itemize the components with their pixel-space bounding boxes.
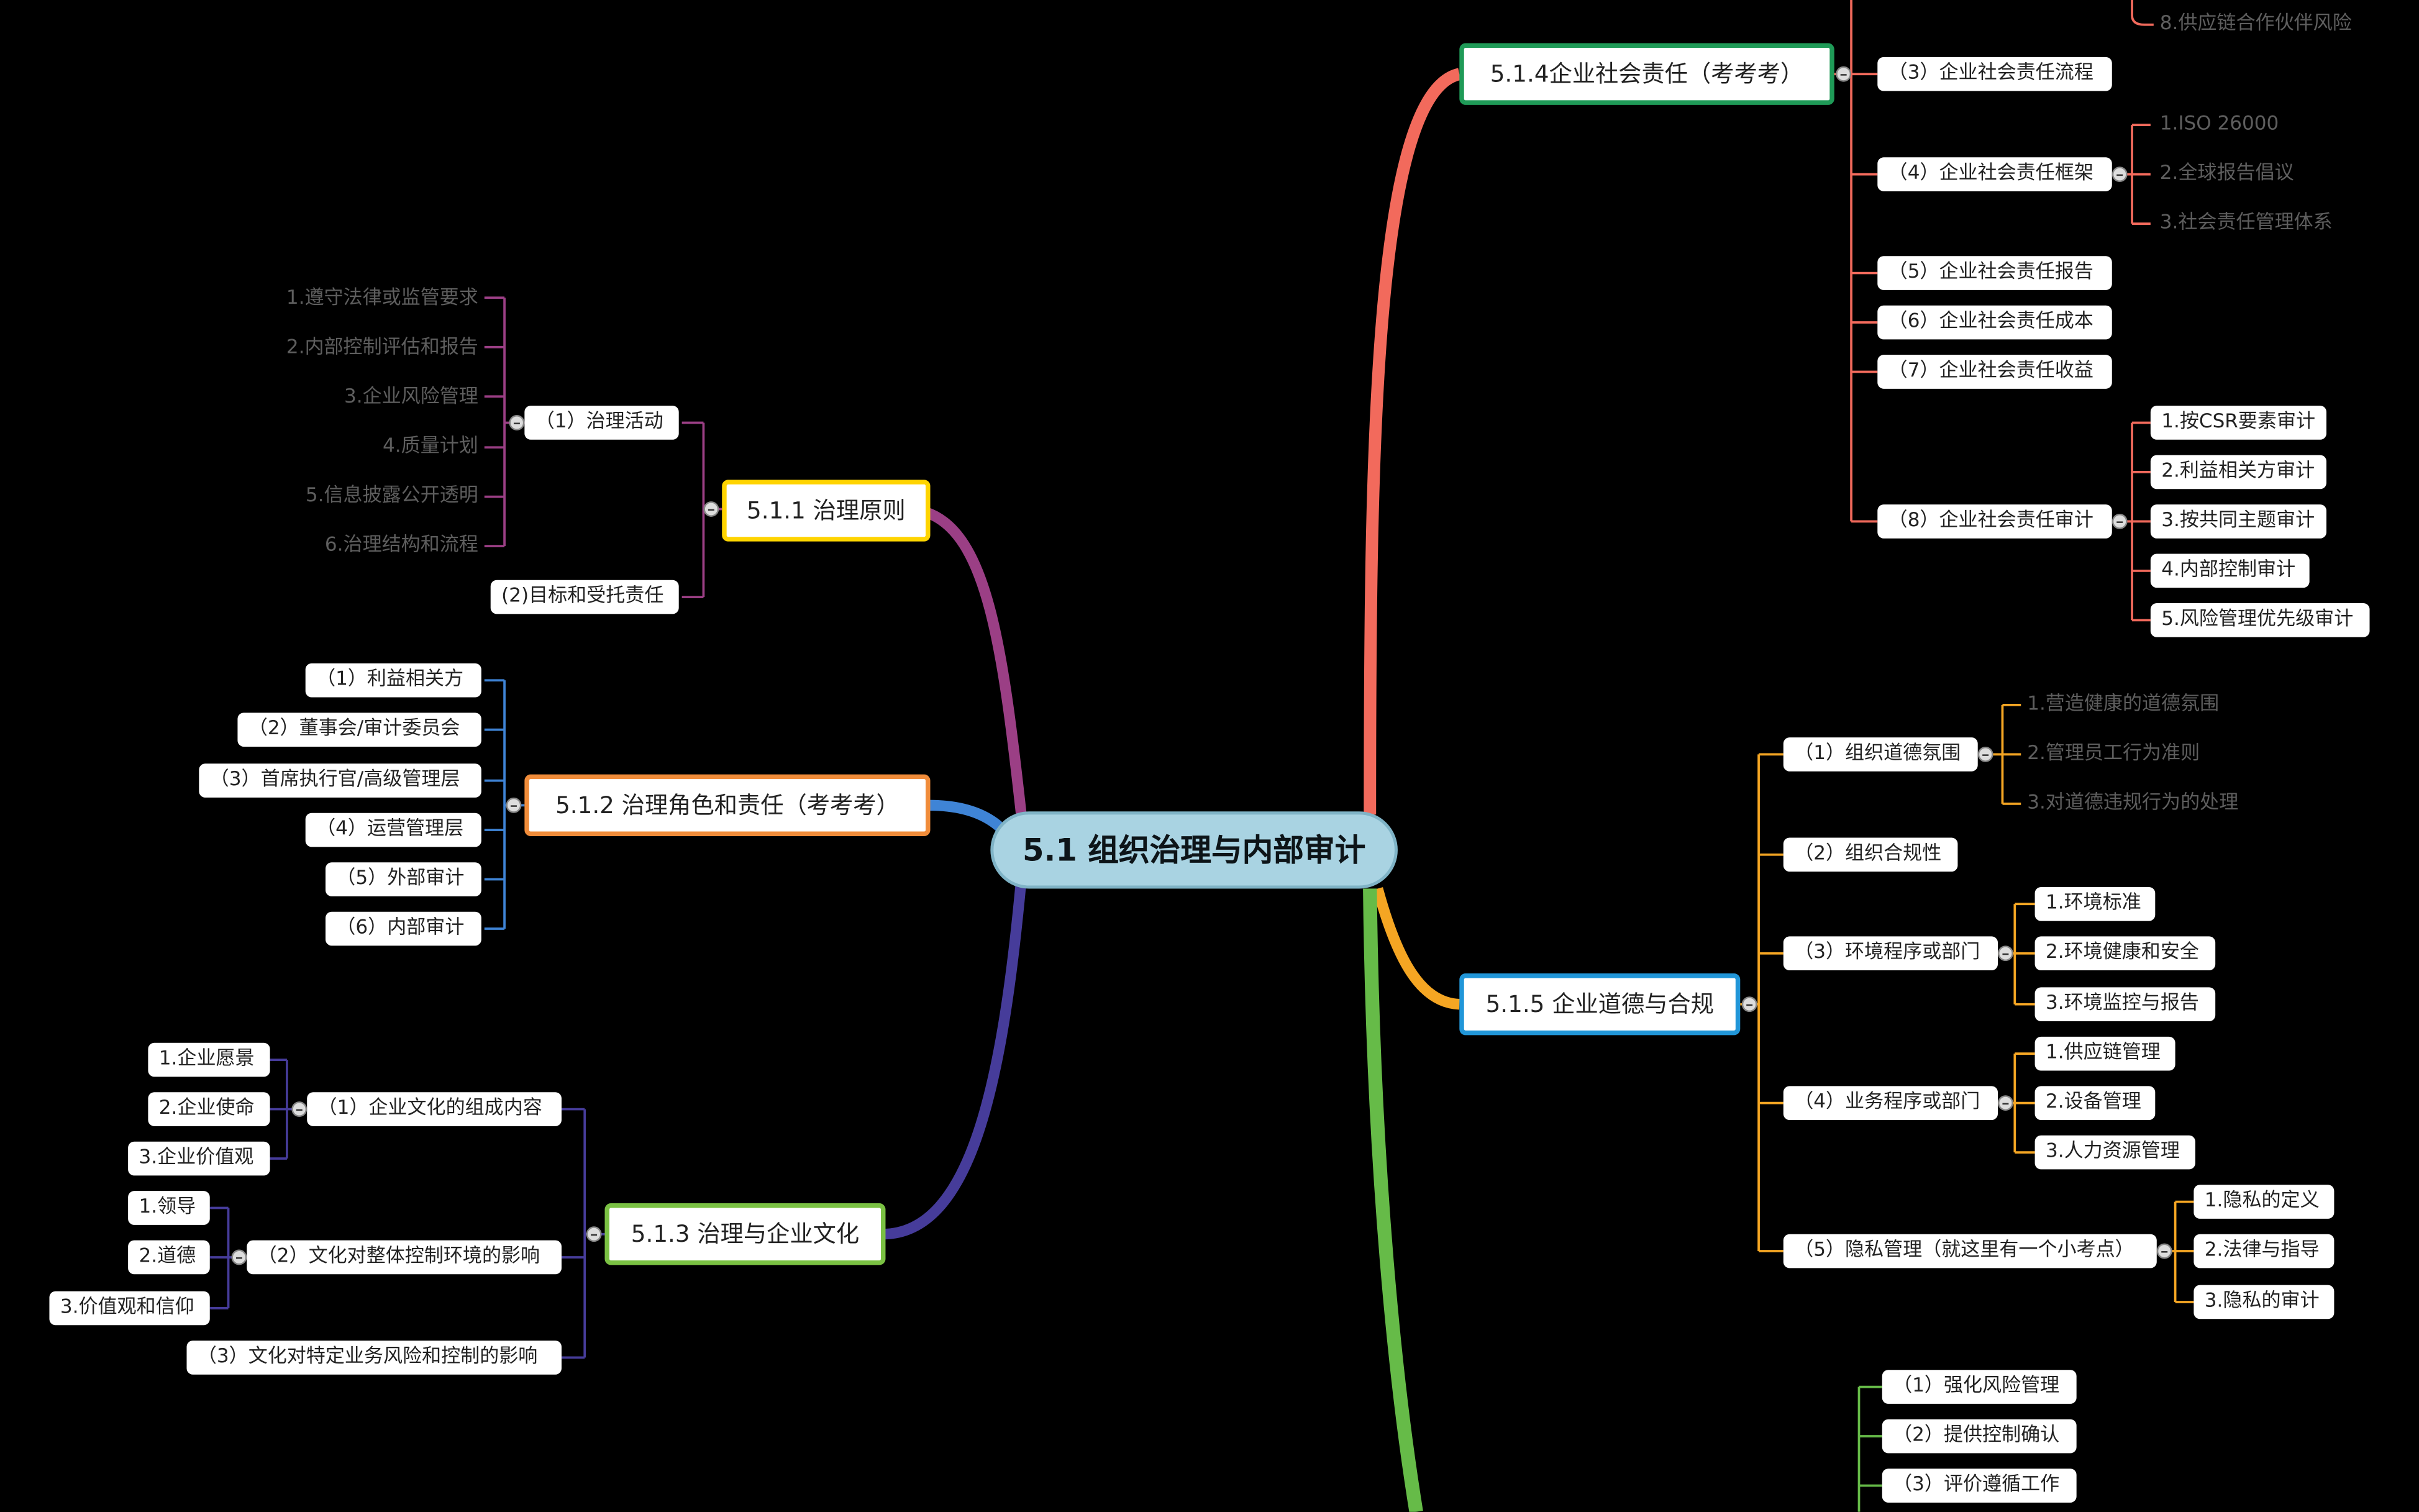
csr-audit-item[interactable]: 2.利益相关方审计 — [2150, 455, 2326, 490]
culture-item[interactable]: 1.领导 — [128, 1191, 210, 1225]
role-item[interactable]: （1）利益相关方 — [305, 663, 481, 698]
collapse-icon[interactable] — [1836, 66, 1852, 82]
collapse-icon[interactable] — [291, 1101, 308, 1117]
env-item[interactable]: 1.环境标准 — [2034, 886, 2156, 921]
leaf-item[interactable]: 1.营造健康的道德氛围 — [2027, 691, 2220, 714]
collapse-icon[interactable] — [1977, 746, 1993, 762]
leaf-item[interactable]: 2.内部控制评估和报告 — [286, 334, 478, 358]
csr-item[interactable]: （4）企业社会责任框架 — [1877, 157, 2112, 191]
privacy-item[interactable]: 2.法律与指导 — [2194, 1234, 2335, 1268]
leaf-item[interactable]: 3.对道德违规行为的处理 — [2027, 790, 2239, 813]
assurance-item[interactable]: （3）评价遵循工作 — [1882, 1469, 2077, 1503]
leaf-item[interactable]: 8.供应链合作伙伴风险 — [2159, 11, 2352, 34]
branch-5-1-1[interactable]: 5.1.1 治理原则 — [722, 480, 931, 542]
central-topic[interactable]: 5.1 组织治理与内部审计 — [990, 811, 1398, 889]
role-item[interactable]: （3）首席执行官/高级管理层 — [199, 763, 481, 798]
leaf-item[interactable]: 1.遵守法律或监管要求 — [286, 285, 478, 309]
ethics-item[interactable]: （1）组织道德氛围 — [1783, 737, 1978, 772]
topic-goals-accountability[interactable]: (2)目标和受托责任 — [490, 580, 679, 614]
csr-audit-item[interactable]: 1.按CSR要素审计 — [2150, 406, 2326, 440]
leaf-item[interactable]: 2.全球报告倡议 — [2159, 160, 2294, 184]
csr-item[interactable]: （3）企业社会责任流程 — [1877, 57, 2112, 91]
leaf-item[interactable]: 2.管理员工行为准则 — [2027, 740, 2200, 764]
collapse-icon[interactable] — [1741, 996, 1757, 1013]
leaf-item[interactable]: 6.治理结构和流程 — [324, 532, 478, 556]
biz-item[interactable]: 1.供应链管理 — [2034, 1036, 2175, 1071]
branch-5-1-4[interactable]: 5.1.4企业社会责任（考考考） — [1459, 43, 1834, 105]
culture-item[interactable]: 3.价值观和信仰 — [49, 1291, 210, 1326]
privacy-item[interactable]: 3.隐私的审计 — [2194, 1285, 2335, 1319]
ethics-item[interactable]: （4）业务程序或部门 — [1783, 1086, 1998, 1120]
topic-culture-components[interactable]: （1）企业文化的组成内容 — [307, 1092, 562, 1126]
csr-item[interactable]: （7）企业社会责任收益 — [1877, 355, 2112, 389]
privacy-item[interactable]: 1.隐私的定义 — [2194, 1185, 2335, 1219]
csr-item[interactable]: （6）企业社会责任成本 — [1877, 305, 2112, 340]
ethics-item[interactable]: （3）环境程序或部门 — [1783, 936, 1998, 971]
csr-item[interactable]: （8）企业社会责任审计 — [1877, 504, 2112, 539]
biz-item[interactable]: 3.人力资源管理 — [2034, 1135, 2195, 1170]
ethics-item[interactable]: （5）隐私管理（就这里有一个小考点） — [1783, 1234, 2157, 1268]
collapse-icon[interactable] — [2156, 1243, 2172, 1259]
assurance-item[interactable]: （1）强化风险管理 — [1882, 1370, 2077, 1404]
role-item[interactable]: （2）董事会/审计委员会 — [237, 713, 481, 747]
role-item[interactable]: （5）外部审计 — [325, 862, 481, 896]
branch-5-1-2[interactable]: 5.1.2 治理角色和责任（考考考） — [524, 774, 931, 837]
leaf-item[interactable]: 5.信息披露公开透明 — [305, 483, 478, 506]
ethics-item[interactable]: （2）组织合规性 — [1783, 837, 1958, 872]
biz-item[interactable]: 2.设备管理 — [2034, 1086, 2156, 1120]
collapse-icon[interactable] — [703, 501, 719, 517]
culture-item[interactable]: 2.企业使命 — [148, 1092, 270, 1126]
role-item[interactable]: （4）运营管理层 — [305, 813, 481, 847]
collapse-icon[interactable] — [506, 797, 522, 813]
leaf-item[interactable]: 1.ISO 26000 — [2159, 111, 2279, 135]
topic-governance-activity[interactable]: （1）治理活动 — [524, 406, 679, 440]
csr-item[interactable]: （5）企业社会责任报告 — [1877, 256, 2112, 290]
collapse-icon[interactable] — [2112, 513, 2128, 529]
collapse-icon[interactable] — [509, 415, 525, 430]
leaf-item[interactable]: 4.质量计划 — [383, 433, 478, 457]
culture-item[interactable]: 3.企业价值观 — [128, 1141, 270, 1176]
topic-culture-risk[interactable]: （3）文化对特定业务风险和控制的影响 — [186, 1341, 562, 1375]
assurance-item[interactable]: （2）提供控制确认 — [1882, 1419, 2077, 1454]
branch-5-1-5[interactable]: 5.1.5 企业道德与合规 — [1459, 973, 1741, 1036]
csr-audit-item[interactable]: 4.内部控制审计 — [2150, 553, 2310, 588]
topic-culture-control-env[interactable]: （2）文化对整体控制环境的影响 — [247, 1240, 562, 1275]
branch-5-1-3[interactable]: 5.1.3 治理与企业文化 — [604, 1203, 886, 1265]
leaf-item[interactable]: 3.社会责任管理体系 — [2159, 209, 2333, 233]
collapse-icon[interactable] — [231, 1249, 247, 1265]
env-item[interactable]: 3.环境监控与报告 — [2034, 987, 2216, 1022]
csr-audit-item[interactable]: 3.按共同主题审计 — [2150, 504, 2326, 539]
role-item[interactable]: （6）内部审计 — [325, 911, 481, 946]
culture-item[interactable]: 2.道德 — [128, 1240, 210, 1275]
collapse-icon[interactable] — [586, 1226, 602, 1242]
collapse-icon[interactable] — [1998, 1095, 2013, 1111]
collapse-icon[interactable] — [2112, 166, 2128, 183]
csr-audit-item[interactable]: 5.风险管理优先级审计 — [2150, 603, 2370, 637]
collapse-icon[interactable] — [1998, 945, 2013, 962]
culture-item[interactable]: 1.企业愿景 — [148, 1042, 270, 1077]
env-item[interactable]: 2.环境健康和安全 — [2034, 936, 2216, 971]
leaf-item[interactable]: 3.企业风险管理 — [344, 384, 478, 408]
